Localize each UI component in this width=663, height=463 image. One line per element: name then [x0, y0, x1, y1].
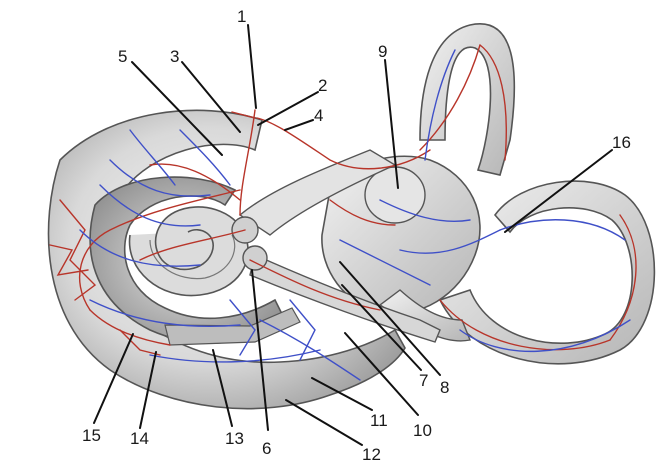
label-9: 9 [378, 42, 387, 61]
leader-1 [248, 25, 256, 108]
leader-4 [285, 120, 313, 130]
label-2: 2 [318, 76, 327, 95]
label-6: 6 [262, 439, 271, 458]
label-1: 1 [237, 7, 246, 26]
label-3: 3 [170, 47, 179, 66]
label-8: 8 [440, 378, 449, 397]
label-5: 5 [118, 47, 127, 66]
label-11: 11 [370, 411, 388, 430]
label-15: 15 [82, 426, 101, 445]
leader-2 [258, 92, 318, 125]
label-12: 12 [362, 445, 381, 463]
label-4: 4 [314, 106, 323, 125]
label-7: 7 [419, 371, 428, 390]
label-13: 13 [225, 429, 244, 448]
leader-12 [286, 400, 362, 445]
label-16: 16 [612, 133, 631, 152]
label-14: 14 [130, 429, 149, 448]
label-10: 10 [413, 421, 432, 440]
